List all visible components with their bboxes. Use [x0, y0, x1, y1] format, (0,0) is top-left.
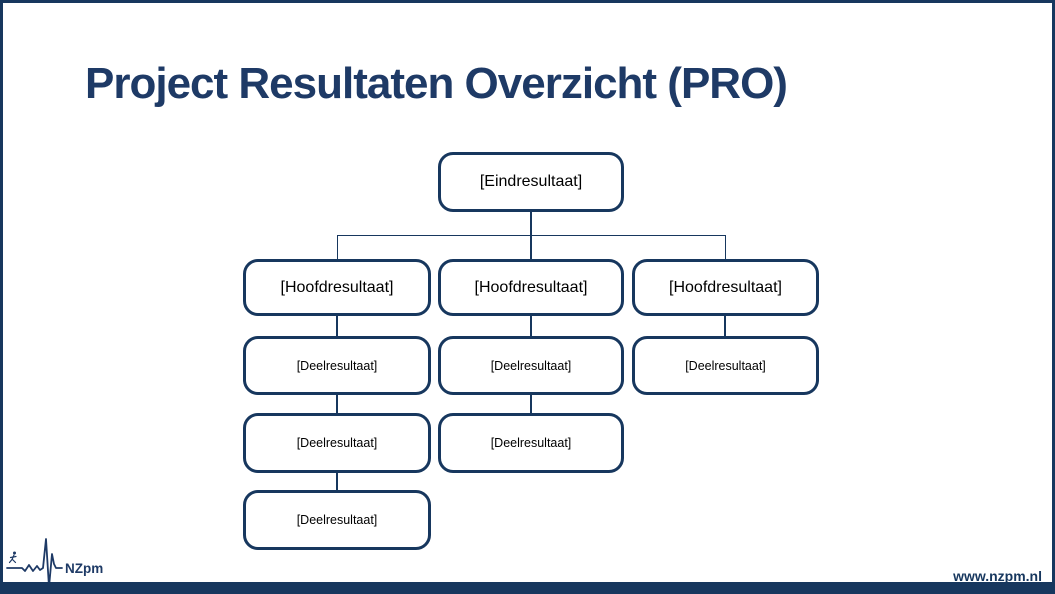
connector-col2-sub1 — [530, 316, 532, 336]
node-deelresultaat-1-2: [Deelresultaat] — [243, 413, 431, 473]
nzpm-logo: NZpm — [6, 538, 103, 588]
connector-col1-sub1 — [336, 316, 338, 336]
connector-col1-sub2 — [336, 395, 338, 413]
connector-drop-col2 — [530, 235, 532, 259]
node-hoofdresultaat-1: [Hoofdresultaat] — [243, 259, 431, 316]
ekg-line-icon — [6, 538, 63, 588]
page-title: Project Resultaten Overzicht (PRO) — [85, 59, 788, 108]
node-deelresultaat-2-2: [Deelresultaat] — [438, 413, 624, 473]
bottom-bar — [3, 582, 1052, 591]
connector-col2-sub2 — [530, 395, 532, 413]
connector-root-stem — [530, 212, 532, 236]
connector-col1-sub3 — [336, 473, 338, 490]
footer-url: www.nzpm.nl — [953, 568, 1042, 584]
connector-drop-col1 — [337, 235, 338, 259]
connector-drop-col3 — [725, 235, 726, 259]
node-deelresultaat-1-3: [Deelresultaat] — [243, 490, 431, 550]
logo-text: NZpm — [65, 561, 103, 576]
node-hoofdresultaat-3: [Hoofdresultaat] — [632, 259, 819, 316]
runner-icon — [8, 551, 17, 564]
connector-col3-sub1 — [724, 316, 726, 336]
node-deelresultaat-1-1: [Deelresultaat] — [243, 336, 431, 395]
node-eindresultaat: [Eindresultaat] — [438, 152, 624, 212]
node-deelresultaat-3-1: [Deelresultaat] — [632, 336, 819, 395]
node-hoofdresultaat-2: [Hoofdresultaat] — [438, 259, 624, 316]
node-deelresultaat-2-1: [Deelresultaat] — [438, 336, 624, 395]
